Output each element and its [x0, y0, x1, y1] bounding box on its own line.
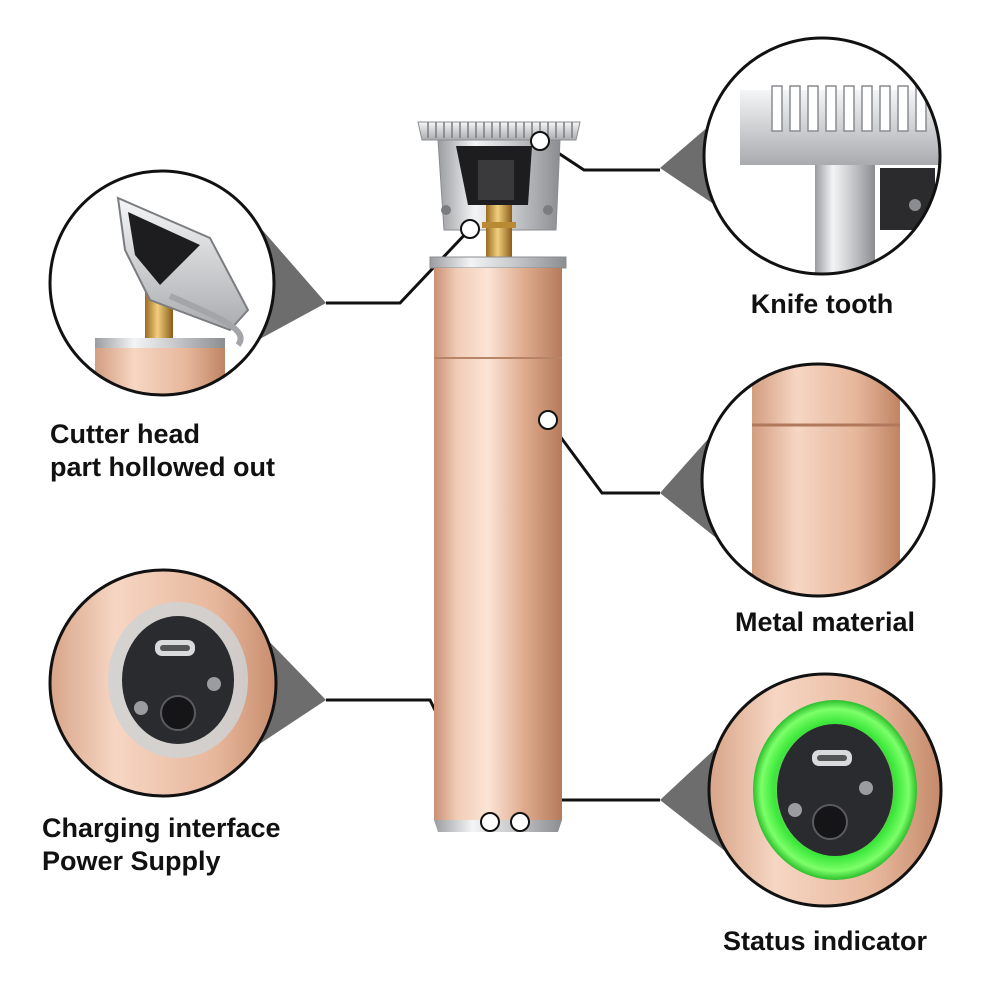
callout-dots	[460, 131, 558, 832]
blade-comb	[417, 121, 581, 141]
metal-material-bubble	[700, 362, 936, 598]
trimmer-product	[417, 121, 581, 832]
status-indicator-text: Status indicator	[722, 926, 928, 956]
cutter-head-bubble	[48, 169, 276, 397]
brass-post	[486, 205, 512, 257]
screw-icon	[134, 701, 148, 715]
status-indicator-bubble	[707, 672, 943, 908]
knife-tooth-bubble	[702, 36, 942, 276]
charging-interface-line1: Charging interface	[42, 813, 281, 843]
metal-material-text: Metal material	[734, 607, 916, 637]
charging-interface-label: Charging interface Power Supply	[42, 812, 281, 878]
knife-tooth-text: Knife tooth	[750, 289, 894, 319]
charging-interface-bubble	[48, 568, 278, 798]
power-button-icon	[160, 695, 196, 731]
charging-interface-line2: Power Supply	[42, 846, 221, 876]
cutter-head-line1: Cutter head	[50, 419, 201, 449]
status-indicator-label: Status indicator	[700, 925, 950, 958]
cutter-head-label: Cutter head part hollowed out	[50, 418, 275, 484]
trimmer-body	[434, 268, 562, 820]
cutter-head-line2: part hollowed out	[50, 452, 275, 482]
knife-tooth-label: Knife tooth	[722, 288, 922, 321]
metal-material-label: Metal material	[720, 606, 930, 639]
